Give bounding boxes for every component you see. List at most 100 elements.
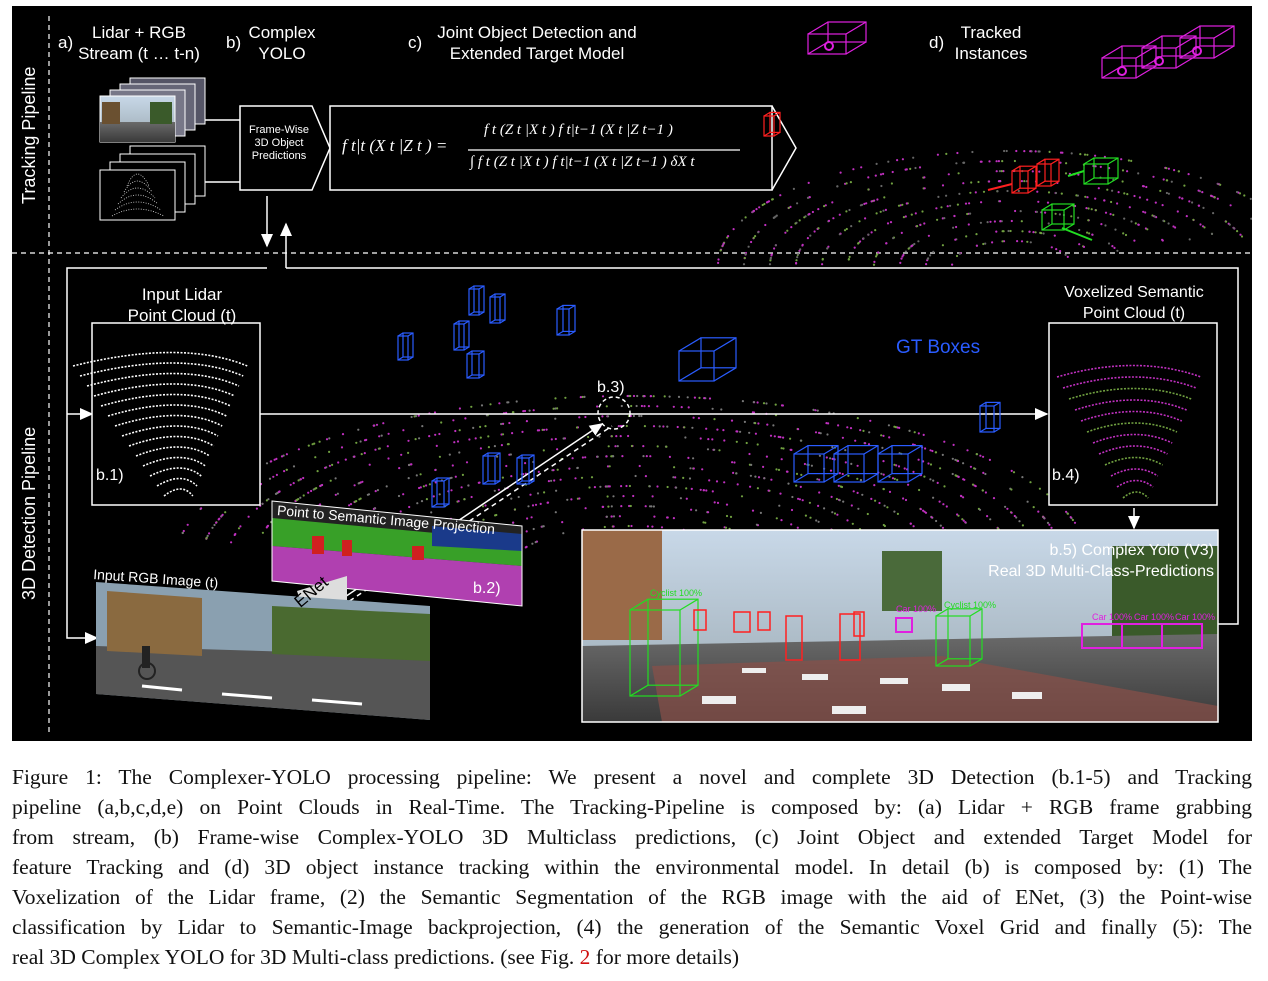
point-cloud-dot (314, 456, 317, 459)
point-cloud-dot (525, 530, 528, 533)
point-cloud-dot (789, 437, 792, 440)
point-cloud-dot (707, 438, 710, 441)
point-cloud-dot (1065, 510, 1068, 513)
point-cloud-dot (1213, 196, 1216, 199)
point-cloud-dot (930, 516, 933, 519)
point-cloud-dot (329, 479, 332, 482)
point-cloud-dot (1151, 214, 1154, 217)
point-cloud-dot (480, 404, 484, 407)
point-cloud-dot (957, 172, 960, 175)
point-cloud-dot (292, 482, 295, 485)
point-cloud-dot (538, 429, 541, 432)
point-cloud-dot (690, 508, 693, 511)
point-cloud-dot (677, 395, 681, 398)
point-cloud-dot (984, 472, 987, 476)
point-cloud-dot (451, 464, 454, 467)
point-cloud-dot (200, 507, 203, 510)
point-cloud-dot (876, 198, 879, 201)
point-cloud-dot (1123, 192, 1126, 195)
point-cloud-dot (998, 200, 1002, 203)
point-cloud-dot (744, 216, 747, 219)
point-cloud-dot (527, 505, 530, 508)
point-cloud-dot (761, 203, 764, 207)
point-cloud-dot (716, 501, 720, 504)
point-cloud-dot (881, 446, 884, 449)
point-cloud-dot (464, 417, 467, 420)
point-cloud-dot (962, 478, 965, 481)
point-cloud-dot (962, 462, 965, 465)
det-label-car-right-1: Car 100% (1092, 612, 1133, 622)
point-cloud-dot (1181, 197, 1184, 200)
gt-box-edge (443, 503, 450, 508)
point-cloud-dot (307, 444, 310, 447)
gt-box-back (473, 285, 485, 313)
point-cloud-dot (1130, 220, 1133, 223)
point-cloud-dot (607, 505, 610, 508)
point-cloud-dot (861, 203, 864, 206)
point-cloud-dot (896, 478, 899, 481)
point-cloud-dot (1042, 232, 1045, 235)
point-cloud-dot (599, 485, 602, 488)
point-cloud-dot (608, 465, 611, 468)
tracked-cyclist-box-back (1093, 157, 1119, 179)
point-cloud-dot (1005, 149, 1008, 153)
point-cloud-dot (574, 477, 577, 480)
gt-box-edge (678, 337, 702, 352)
point-cloud-dot (955, 254, 959, 258)
point-cloud-dot (1134, 222, 1137, 225)
point-cloud-dot (629, 504, 632, 508)
yolo-cyclist-box-front (935, 615, 971, 667)
point-cloud-dot (601, 395, 605, 398)
step-c-title: Joint Object Detection and Extended Targ… (424, 22, 650, 64)
point-cloud-dot (554, 407, 557, 410)
point-cloud-dot (570, 498, 573, 501)
point-cloud-dot (982, 471, 985, 474)
gt-box-back (402, 332, 414, 358)
point-cloud-dot (825, 456, 828, 459)
point-cloud-dot (652, 395, 655, 398)
point-cloud-dot (867, 176, 870, 179)
point-cloud-dot (507, 443, 510, 446)
point-cloud-dot (764, 223, 767, 227)
point-cloud-dot (1126, 170, 1129, 173)
point-cloud-dot (239, 525, 242, 528)
point-cloud-dot (699, 437, 702, 440)
point-cloud-dot (886, 222, 890, 225)
point-cloud-dot (1050, 526, 1053, 529)
point-cloud-dot (909, 522, 912, 525)
point-cloud-dot (943, 485, 946, 488)
point-cloud-dot (531, 542, 534, 545)
point-cloud-dot (1094, 197, 1097, 200)
point-cloud-dot (205, 536, 208, 539)
point-cloud-dot (697, 417, 701, 420)
point-cloud-dot (717, 261, 720, 264)
point-cloud-dot (481, 505, 485, 508)
formula-denominator: ∫ f t (Z t |X t ) f t|t−1 (X t |Z t−1 ) … (470, 154, 695, 170)
point-cloud-dot (410, 415, 413, 419)
point-cloud-dot (484, 425, 487, 428)
point-cloud-dot (363, 439, 367, 442)
figure-reference-link[interactable]: 2 (579, 945, 591, 969)
point-cloud-dot (612, 455, 615, 458)
point-cloud-dot (668, 455, 672, 458)
gt-box-edge (478, 374, 485, 379)
tracked-car-box-back (1199, 25, 1235, 47)
tracked-car-box (807, 21, 867, 55)
point-cloud-dot (939, 467, 942, 470)
gt-box-edge (478, 350, 485, 355)
point-cloud-dot (763, 202, 766, 206)
gt-box-edge (397, 356, 404, 361)
point-cloud-dot (1037, 510, 1040, 513)
point-cloud-dot (554, 417, 557, 420)
point-cloud-dot (1146, 198, 1149, 201)
point-cloud-dot (268, 477, 272, 480)
point-cloud-dot (780, 447, 783, 450)
caption-line-6: classification by Lidar to Semantic-Imag… (12, 915, 1252, 939)
point-cloud-dot (1082, 245, 1086, 248)
point-cloud-dot (984, 491, 988, 494)
point-cloud-dot (875, 253, 879, 256)
point-cloud-dot (1036, 190, 1039, 193)
point-cloud-dot (630, 524, 633, 528)
point-cloud-dot (819, 432, 822, 435)
point-cloud-dot (450, 489, 453, 492)
